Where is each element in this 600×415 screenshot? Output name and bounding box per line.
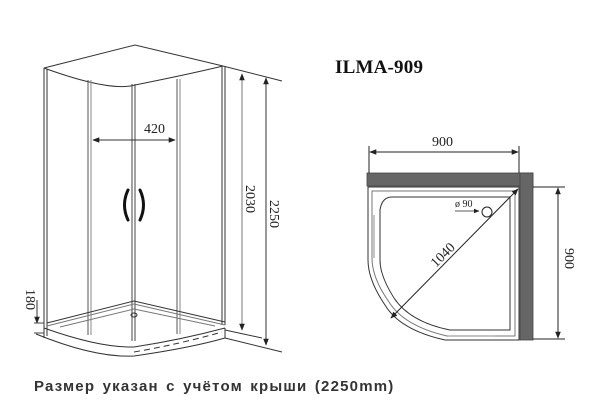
model-title: ILMA-909 [335, 57, 424, 78]
front-view [34, 44, 283, 357]
tray-outer [367, 186, 520, 341]
height-2030-label: 2030 [242, 185, 257, 213]
caption-note: Размер указан с учётом крыши (2250mm) [34, 378, 395, 395]
door-handle-left [123, 188, 130, 222]
drain-diameter-label: ø 90 [455, 199, 473, 210]
drain [130, 312, 138, 318]
top-view [366, 172, 534, 341]
width-label: 900 [432, 135, 453, 150]
door-width-label: 420 [144, 122, 165, 137]
tray-height-label: 180 [22, 289, 37, 310]
drain-hole [481, 206, 493, 218]
roof-front-arc [43, 65, 224, 88]
depth-label: 900 [561, 248, 576, 269]
tray-inner [59, 308, 216, 328]
height-2250-label: 2250 [266, 200, 281, 228]
tray-inner-basin [379, 196, 511, 331]
tray-front-bottom [35, 333, 226, 357]
diagonal-line [390, 188, 519, 319]
top-dimensions [368, 146, 565, 340]
tray-front-top [43, 327, 226, 348]
tray-dashed [133, 331, 223, 353]
front-dimensions [92, 73, 269, 346]
roof-outline [43, 44, 283, 82]
door-handle-right [138, 188, 145, 222]
wall-side [519, 172, 534, 341]
tray-top-back [46, 300, 226, 324]
wall-back [366, 172, 534, 187]
diagonal-label: 1040 [428, 240, 458, 270]
